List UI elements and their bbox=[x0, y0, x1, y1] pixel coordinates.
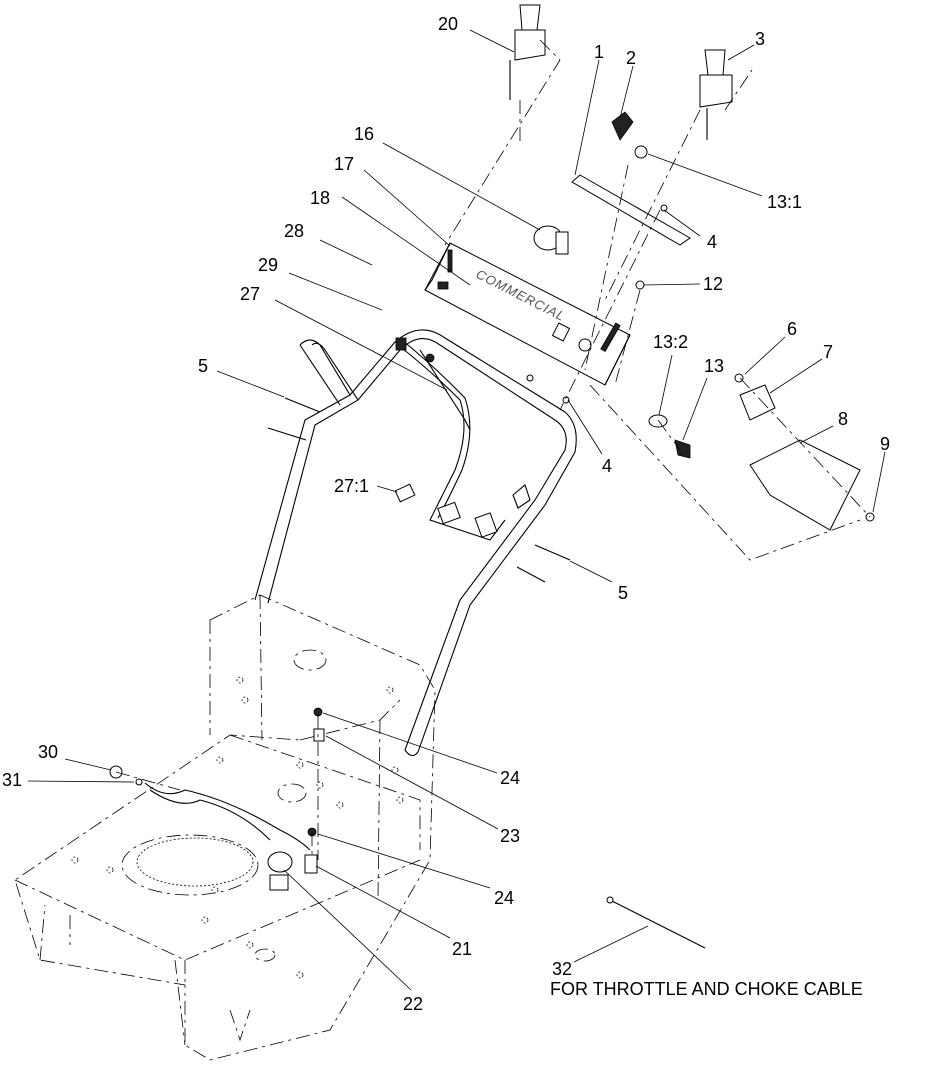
callout-13: 13 bbox=[704, 356, 724, 376]
callout-22: 22 bbox=[403, 994, 423, 1014]
callout-17: 17 bbox=[334, 154, 354, 174]
callout-2: 2 bbox=[626, 48, 636, 68]
ignition-switch bbox=[533, 225, 569, 255]
callout-23: 23 bbox=[500, 826, 520, 846]
callout-21: 21 bbox=[452, 939, 472, 959]
callout-27-1: 27:1 bbox=[334, 476, 369, 496]
callout-24-lower: 24 bbox=[494, 888, 514, 908]
callout-16: 16 bbox=[354, 124, 374, 144]
callout-13-2: 13:2 bbox=[653, 332, 688, 352]
throttle-control bbox=[699, 49, 733, 140]
cable-note: FOR THROTTLE AND CHOKE CABLE bbox=[550, 979, 863, 999]
callout-labels: 20 1 2 3 13:1 16 17 4 18 28 12 29 27 6 1… bbox=[2, 14, 890, 1014]
callout-4-bottom: 4 bbox=[602, 456, 612, 476]
callout-9: 9 bbox=[880, 434, 890, 454]
callout-31: 31 bbox=[2, 770, 22, 790]
callout-1: 1 bbox=[594, 42, 604, 62]
control-panel: COMMERCIAL bbox=[424, 242, 631, 386]
callout-8: 8 bbox=[838, 409, 848, 429]
callout-12: 12 bbox=[703, 274, 723, 294]
callout-13-1: 13:1 bbox=[767, 192, 802, 212]
callout-4-top: 4 bbox=[707, 232, 717, 252]
callout-30: 30 bbox=[38, 742, 58, 762]
assembly-lines bbox=[115, 39, 871, 860]
callout-7: 7 bbox=[823, 342, 833, 362]
callout-18: 18 bbox=[310, 188, 330, 208]
cover-plate bbox=[571, 174, 691, 246]
callout-20: 20 bbox=[438, 14, 458, 34]
small-parts bbox=[109, 111, 875, 949]
wiring-harness bbox=[394, 337, 506, 541]
callout-5-right: 5 bbox=[618, 583, 628, 603]
handle-tube bbox=[254, 329, 577, 757]
callout-3: 3 bbox=[755, 29, 765, 49]
leader-lines bbox=[27, 29, 886, 991]
callout-28: 28 bbox=[284, 221, 304, 241]
callout-24-upper: 24 bbox=[500, 768, 520, 788]
callout-32: 32 bbox=[552, 959, 572, 979]
callout-27: 27 bbox=[240, 284, 260, 304]
base-frame bbox=[14, 594, 436, 1061]
callout-5-left: 5 bbox=[198, 356, 208, 376]
lower-harness bbox=[144, 782, 311, 851]
callout-6: 6 bbox=[787, 319, 797, 339]
callout-29: 29 bbox=[258, 255, 278, 275]
choke-control bbox=[509, 4, 546, 100]
